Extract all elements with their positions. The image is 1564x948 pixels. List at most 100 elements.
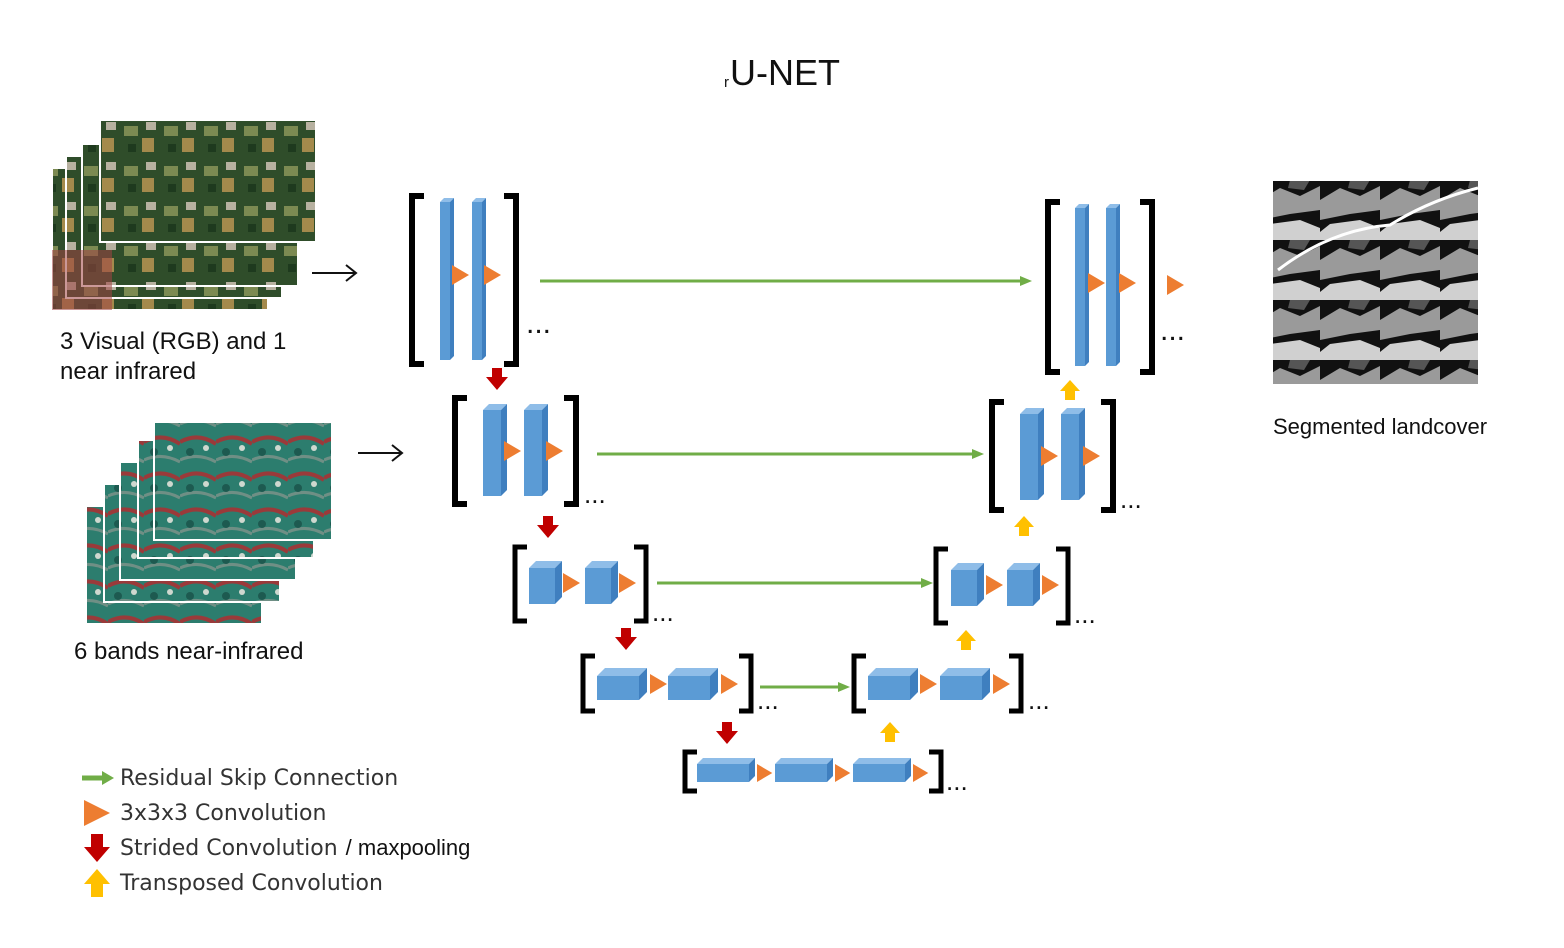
conv-triangle — [504, 441, 521, 461]
bracket-left — [409, 193, 424, 367]
downsample-arrow-shaft — [621, 628, 631, 638]
rgb-nir-caption: 3 Visual (RGB) and 1 near infrared — [60, 327, 286, 387]
upsample-arrow-head — [1060, 380, 1080, 391]
rgb-nir-caption-line2: near infrared — [60, 358, 197, 385]
feature-map-block — [697, 758, 755, 782]
bracket-right — [1009, 653, 1024, 714]
conv-triangle — [835, 764, 851, 782]
downsample-arrow-head — [716, 731, 738, 744]
conv-triangle — [757, 764, 773, 782]
ellipsis: ... — [526, 307, 551, 340]
conv-triangle — [920, 674, 937, 694]
ellipsis: ... — [1074, 599, 1096, 629]
downsample-arrow-head — [486, 377, 508, 390]
upsample-arrow-head — [880, 722, 900, 733]
downsample-arrow-shaft — [722, 722, 732, 732]
feature-map-block — [1106, 204, 1120, 366]
bracket-left — [989, 399, 1004, 513]
feature-map-block — [585, 561, 618, 604]
feature-map-block — [868, 668, 918, 700]
bracket-left — [851, 653, 866, 714]
rgb-nir-image-stack — [51, 119, 317, 311]
legend-item-conv: 3x3x3 Convolution — [80, 797, 326, 829]
rgb-nir-caption-line1: 3 Visual (RGB) and 1 — [60, 328, 287, 355]
conv-triangle — [1167, 275, 1184, 295]
legend-item-strided: Strided Convolution / maxpooling — [80, 832, 470, 864]
ellipsis: ... — [584, 479, 606, 509]
legend-label-transposed: Transposed Convolution — [120, 870, 383, 896]
title-main: U-NET — [730, 52, 840, 93]
feature-map-block — [440, 198, 454, 360]
upsample-arrow-head — [1014, 516, 1034, 527]
feature-map-block — [951, 563, 984, 606]
conv-triangle — [721, 674, 738, 694]
legend-item-skip: Residual Skip Connection — [80, 762, 398, 794]
conv-triangle — [913, 764, 929, 782]
nir6-caption: 6 bands near-infrared — [74, 638, 304, 665]
conv-triangle — [1041, 446, 1058, 466]
skip-connection-head — [921, 578, 933, 588]
conv-triangle — [1119, 273, 1136, 293]
upsample-arrow-head — [956, 630, 976, 641]
feature-map-block — [597, 668, 647, 700]
arrow-icon — [358, 444, 404, 462]
downsample-arrow-shaft — [543, 516, 553, 526]
ellipsis: ... — [1028, 685, 1050, 715]
bracket-left — [933, 546, 948, 626]
feature-map-block — [1061, 408, 1085, 500]
red-down-arrow-icon — [80, 833, 114, 863]
conv-triangle — [1088, 273, 1105, 293]
feature-map-block — [853, 758, 911, 782]
feature-map-block — [472, 198, 486, 360]
upsample-arrow-shaft — [1019, 526, 1029, 536]
downsample-arrow-head — [537, 525, 559, 538]
nir6-image-stack — [85, 421, 333, 625]
bracket-right — [1140, 199, 1155, 375]
title-prefix: r — [724, 74, 729, 91]
green-arrow-icon — [80, 763, 114, 793]
conv-triangle — [546, 441, 563, 461]
bracket-left — [452, 395, 467, 507]
conv-triangle — [1042, 575, 1059, 595]
ellipsis: ... — [1160, 314, 1185, 347]
feature-map-block — [524, 404, 548, 496]
bracket-right — [1101, 399, 1116, 513]
legend-label-strided: Strided Convolution — [120, 835, 338, 861]
feature-map-block — [940, 668, 990, 700]
skip-connection-head — [838, 682, 850, 692]
upsample-arrow-shaft — [885, 732, 895, 742]
conv-triangle — [993, 674, 1010, 694]
conv-triangle — [986, 575, 1003, 595]
feature-map-block — [775, 758, 833, 782]
bracket-left — [512, 544, 527, 624]
conv-triangle — [619, 573, 636, 593]
legend-label-conv: 3x3x3 Convolution — [120, 800, 327, 826]
feature-map-block — [529, 561, 562, 604]
conv-triangle — [650, 674, 667, 694]
feature-map-block — [483, 404, 507, 496]
upsample-arrow-shaft — [1065, 390, 1075, 400]
conv-triangle — [1083, 446, 1100, 466]
bracket-right — [739, 653, 754, 714]
bracket-left — [1045, 199, 1060, 375]
arrow-icon — [312, 264, 358, 282]
ellipsis: ... — [652, 597, 674, 627]
diagram-title: rU-NET — [0, 52, 1564, 94]
ellipsis: ... — [946, 766, 968, 796]
skip-connection-head — [972, 449, 984, 459]
orange-triangle-icon — [80, 798, 114, 828]
bracket-right — [929, 749, 944, 794]
feature-map-block — [668, 668, 718, 700]
conv-triangle — [452, 265, 469, 285]
ellipsis: ... — [1120, 484, 1142, 514]
river-line — [1277, 186, 1479, 272]
upsample-arrow-shaft — [961, 640, 971, 650]
bracket-left — [682, 749, 697, 794]
yellow-up-arrow-icon — [80, 868, 114, 898]
ellipsis: ... — [757, 685, 779, 715]
bracket-right — [634, 544, 649, 624]
feature-map-block — [1020, 408, 1044, 500]
bracket-right — [1056, 546, 1071, 626]
legend-item-transposed: Transposed Convolution — [80, 867, 383, 899]
skip-connection-head — [1020, 276, 1032, 286]
